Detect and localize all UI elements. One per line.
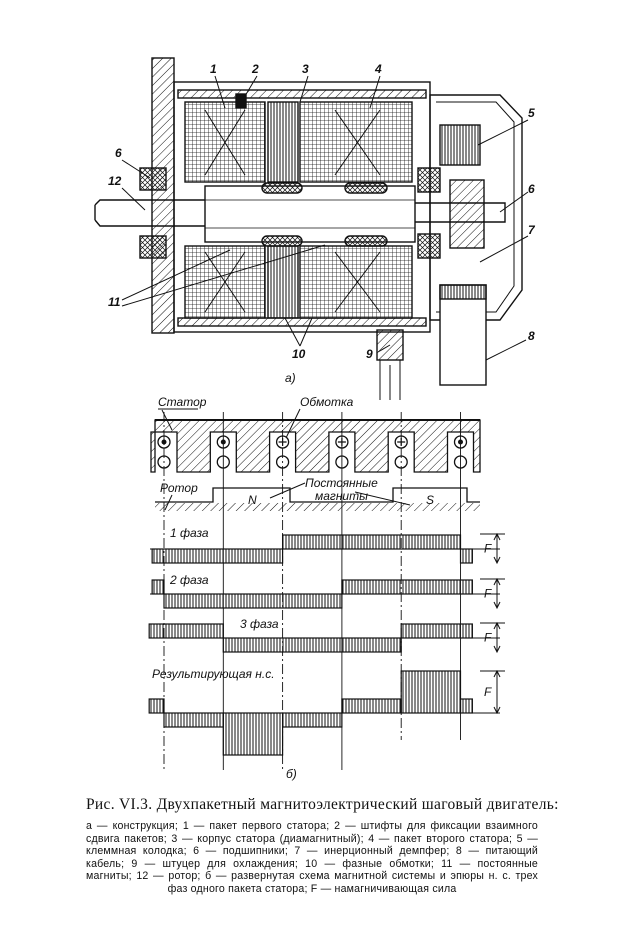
stator-pack-1 (184, 101, 266, 319)
waveform-segment (459, 698, 473, 714)
amplitude-arrow: F (480, 577, 505, 610)
amplitude-label: F (484, 685, 492, 699)
waveform-segment (148, 698, 165, 714)
waveform-segment (222, 637, 402, 653)
callout-labels: 1 2 3 4 5 6 6 7 8 9 10 11 12 а) (108, 62, 536, 385)
stator-pack-2 (299, 101, 413, 319)
waveform-segment (151, 548, 284, 564)
shaft (94, 199, 506, 227)
waveform-segment (282, 534, 462, 550)
inertia-damper (449, 179, 485, 249)
callout-6-left: 6 (115, 146, 122, 160)
callout-7: 7 (528, 223, 536, 237)
callout-12: 12 (108, 174, 122, 188)
figure-b-sublabel: б) (286, 767, 297, 781)
callout-9: 9 (366, 347, 373, 361)
callout-2: 2 (251, 62, 259, 76)
rotor (204, 185, 416, 243)
waveform-segment (341, 579, 473, 595)
figure-caption: Рис. VI.3. Двухпакетный магнитоэлектриче… (86, 796, 559, 896)
waveform-label: Результирующая н.с. (152, 667, 275, 681)
waveform-segment (341, 698, 402, 714)
pole-n: N (248, 493, 257, 507)
winding-label: Обмотка (300, 395, 354, 409)
callout-6-right: 6 (528, 182, 535, 196)
permanent-magnet (261, 182, 303, 194)
amplitude-label: F (484, 542, 492, 556)
pin (235, 93, 247, 109)
waveform-segment (222, 712, 284, 756)
waveform-segment (151, 579, 165, 595)
waveform-segment (400, 623, 473, 639)
callout-10: 10 (292, 347, 306, 361)
callout-8: 8 (528, 329, 535, 343)
pole-s: S (426, 493, 434, 507)
figure-a-sublabel: а) (285, 371, 296, 385)
stator-label: Статор (158, 395, 207, 409)
phase-winding (267, 101, 299, 183)
rotor-label: Ротор (160, 481, 198, 495)
amplitude-arrow: F (480, 621, 505, 654)
bearing-left (139, 167, 167, 191)
waveform-label: 1 фаза (170, 526, 209, 540)
caption-body: а — конструкция; 1 — пакет первого стато… (86, 820, 538, 895)
waveform-label: 3 фаза (240, 617, 279, 631)
callout-3: 3 (302, 62, 309, 76)
callout-1: 1 (210, 62, 217, 76)
waveform-segment (148, 623, 224, 639)
waveform-4: Результирующая н.с. F (148, 667, 505, 756)
caption-title: Рис. VI.3. Двухпакетный магнитоэлектриче… (86, 796, 559, 813)
amplitude-arrow: F (480, 669, 505, 715)
callout-5: 5 (528, 106, 535, 120)
developed-scheme: Статор Обмотка Ротор Постоянные магниты … (148, 395, 505, 781)
stator-core (150, 419, 481, 473)
end-cap (429, 94, 523, 321)
waveform-segment (163, 712, 224, 728)
amplitude-label: F (484, 587, 492, 601)
waveform-segment (400, 670, 462, 714)
waveform-segment (282, 712, 343, 728)
waveform-segment (459, 548, 473, 564)
callout-11: 11 (108, 295, 121, 309)
terminal-block (439, 124, 481, 166)
motor-construction-drawing (94, 57, 529, 400)
bearing-right (417, 167, 441, 193)
waveform-segment (163, 593, 343, 609)
amplitude-arrow: F (480, 532, 505, 565)
waveform-label: 2 фаза (169, 573, 209, 587)
callout-4: 4 (374, 62, 382, 76)
power-cable (439, 284, 487, 386)
amplitude-label: F (484, 631, 492, 645)
